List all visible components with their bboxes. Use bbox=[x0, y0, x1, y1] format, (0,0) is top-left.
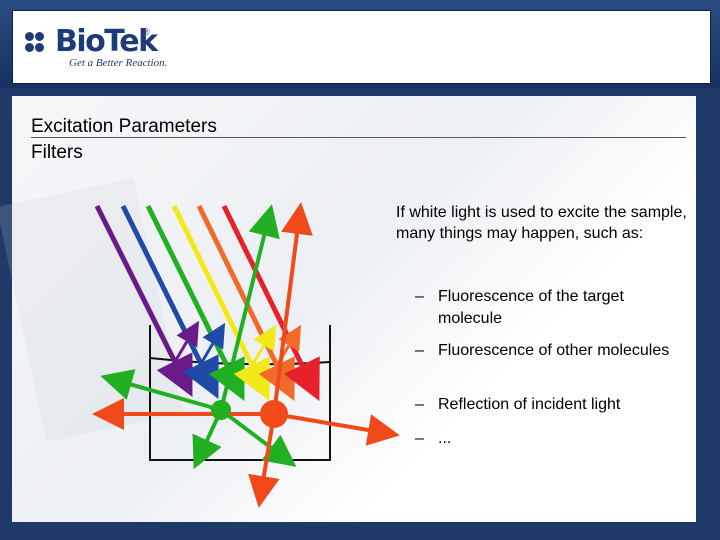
violet-reflection bbox=[174, 320, 200, 361]
slide-content-panel bbox=[12, 96, 696, 522]
bullet-text: ... bbox=[438, 430, 452, 447]
slide-title: Excitation Parameters bbox=[31, 116, 217, 137]
logo-registered-mark: ® bbox=[143, 27, 150, 37]
bullet-dash: – bbox=[415, 396, 424, 413]
bullet-dash: – bbox=[415, 430, 424, 447]
biotek-logo-icon bbox=[25, 32, 53, 56]
orange-incident-beam bbox=[196, 204, 295, 401]
orange-emission-up bbox=[272, 202, 313, 415]
slide-header: BioTek ® Get a Better Reaction. bbox=[12, 10, 711, 84]
bullet-dash: – bbox=[415, 342, 424, 359]
orange-emission-right bbox=[273, 412, 400, 446]
target-molecule bbox=[211, 400, 231, 420]
blue-reflection bbox=[200, 322, 226, 363]
background-plate-texture bbox=[0, 178, 184, 442]
bullet-text: Fluorescence of other molecules bbox=[438, 342, 670, 359]
slide-subtitle: Filters bbox=[31, 142, 83, 163]
green-emission-left bbox=[100, 369, 222, 412]
bullet-text: Reflection of incident light bbox=[438, 396, 621, 413]
red-incident-beam bbox=[221, 204, 320, 401]
logo-wordmark: BioTek bbox=[55, 24, 158, 59]
yellow-reflection bbox=[251, 324, 277, 365]
green-emission-right bbox=[219, 408, 297, 467]
blue-incident-beam bbox=[120, 204, 219, 399]
green-incident-beam bbox=[145, 204, 245, 401]
intro-text: If white light is used to excite the sam… bbox=[396, 204, 687, 242]
bullet-dash: – bbox=[415, 288, 424, 305]
logo-tagline: Get a Better Reaction. bbox=[69, 57, 168, 69]
orange-emission-down bbox=[248, 413, 280, 508]
bullet-text: Fluorescence of the target molecule bbox=[438, 288, 624, 327]
other-molecule bbox=[260, 400, 288, 428]
yellow-incident-beam bbox=[171, 204, 270, 401]
green-emission-up bbox=[219, 204, 280, 411]
violet-incident-beam bbox=[94, 204, 193, 397]
title-underline bbox=[31, 137, 686, 138]
